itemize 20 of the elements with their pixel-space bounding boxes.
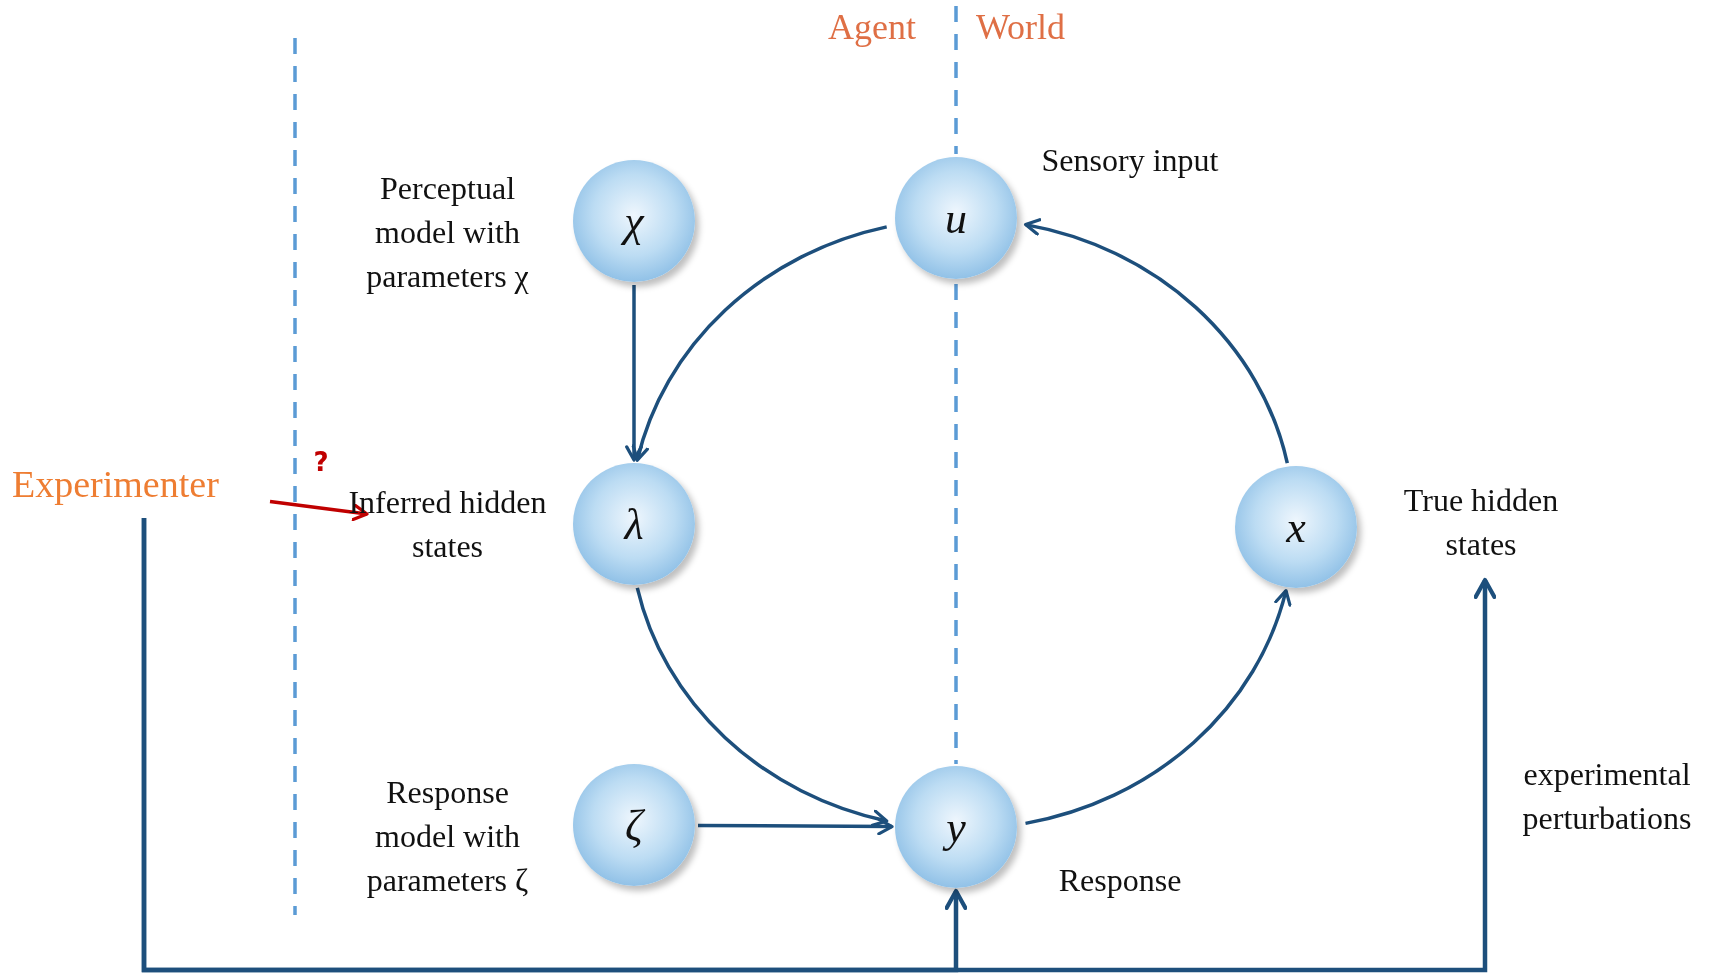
node-caption: Sensory input: [1040, 141, 1220, 180]
variable-symbol: ζ: [625, 799, 643, 851]
node-caption: Response model with parameters ζ: [365, 773, 530, 900]
arrow: [632, 225, 888, 462]
arrow: [635, 587, 889, 827]
node-caption: Response: [1057, 861, 1183, 900]
arrow: [141, 518, 1497, 973]
region-label: World: [976, 6, 1066, 48]
node-caption: Inferred hidden states: [347, 483, 548, 566]
arrow: [1025, 589, 1291, 826]
variable-symbol: x: [1286, 501, 1306, 553]
node-caption: Perceptual model with parameters χ: [365, 169, 530, 296]
region-label: Agent: [828, 6, 916, 48]
arrow: [269, 499, 369, 522]
arrow: [1024, 218, 1289, 464]
node-caption: True hidden states: [1402, 481, 1560, 564]
text-label: Experimenter: [12, 462, 270, 508]
variable-symbol: λ: [624, 498, 644, 550]
arrow: [698, 817, 894, 836]
variable-symbol: u: [945, 192, 967, 244]
